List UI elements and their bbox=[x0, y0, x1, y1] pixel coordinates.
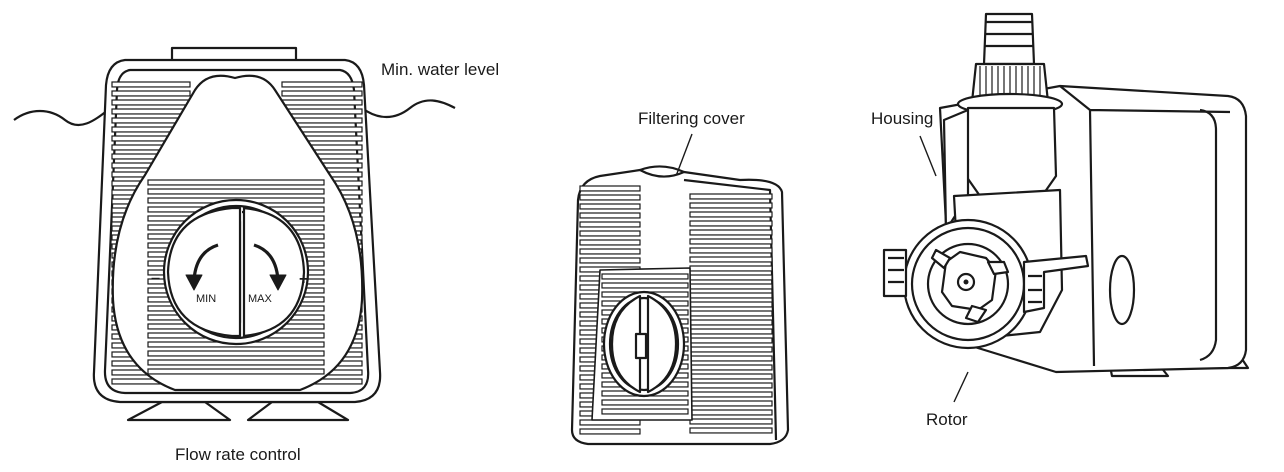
rotor-label: Rotor bbox=[926, 410, 968, 429]
rotor-impeller[interactable] bbox=[930, 248, 1010, 324]
cover-knob bbox=[610, 294, 678, 394]
min-water-level-label: Min. water level bbox=[381, 60, 500, 79]
flow-rate-control-label: Flow rate control bbox=[175, 445, 301, 464]
water-level-line bbox=[13, 99, 456, 127]
rotor-leader-line bbox=[953, 371, 969, 403]
pump-foot-right bbox=[246, 400, 350, 422]
housing-label: Housing bbox=[871, 109, 934, 128]
knob-minus-sign: − bbox=[151, 271, 160, 288]
flow-knob[interactable] bbox=[166, 206, 306, 338]
housing-leader-line bbox=[919, 135, 937, 177]
rotor-clip-left bbox=[882, 248, 908, 298]
housing-view bbox=[882, 12, 1250, 403]
pump-front-view: MIN MAX − + bbox=[13, 46, 456, 422]
knob-min-label: MIN bbox=[196, 293, 216, 305]
knob-plus-sign: + bbox=[299, 271, 308, 288]
pump-foot-left bbox=[126, 400, 232, 422]
knob-max-label: MAX bbox=[248, 293, 273, 305]
filtering-cover-view bbox=[570, 133, 790, 446]
filtering-cover-label: Filtering cover bbox=[638, 109, 745, 128]
